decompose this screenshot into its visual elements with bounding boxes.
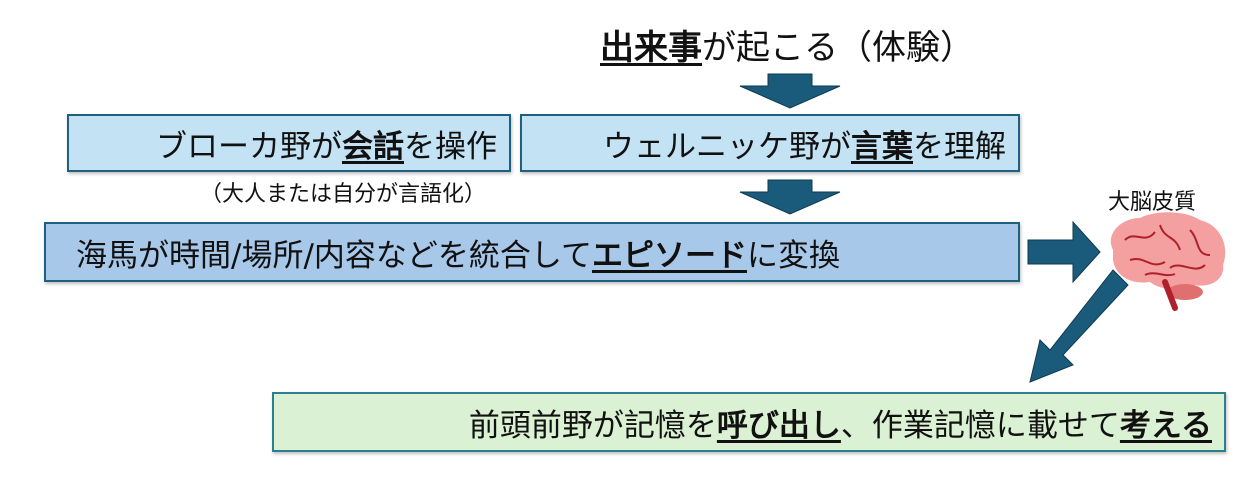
wernicke-box: ウェルニッケ野が言葉を理解 xyxy=(520,114,1020,172)
prefrontal-mid: 、作業記憶に載せて xyxy=(840,407,1120,444)
prefrontal-em1: 呼び出し xyxy=(716,407,841,444)
hippocampus-em: エピソード xyxy=(591,237,747,274)
broca-pre: ブローカ野が xyxy=(156,128,342,165)
cortex-label: 大脳皮質 xyxy=(1108,190,1197,215)
prefrontal-pre: 前頭前野が記憶を xyxy=(468,407,717,444)
broca-post: を操作 xyxy=(404,128,497,165)
broca-em: 会話 xyxy=(342,128,404,165)
right-arrow xyxy=(1027,220,1101,284)
broca-note: （大人または自分が言語化） xyxy=(200,182,487,207)
down-arrow-2 xyxy=(739,179,841,215)
diagonal-arrow xyxy=(1029,269,1129,383)
prefrontal-em2: 考える xyxy=(1119,407,1212,444)
broca-box: ブローカ野が会話を操作 xyxy=(67,114,511,172)
title-emphasis: 出来事 xyxy=(600,28,702,68)
hippocampus-box: 海馬が時間/場所/内容などを統合してエピソードに変換 xyxy=(44,222,1020,282)
hippocampus-pre: 海馬が時間/場所/内容などを統合して xyxy=(76,237,592,274)
wernicke-post: を理解 xyxy=(913,128,1006,165)
prefrontal-box: 前頭前野が記憶を呼び出し、作業記憶に載せて考える xyxy=(272,392,1226,452)
wernicke-pre: ウェルニッケ野が xyxy=(603,128,851,165)
brain-icon xyxy=(1110,212,1226,311)
hippocampus-post: に変換 xyxy=(746,237,840,274)
title: 出来事が起こる（体験） xyxy=(600,20,974,69)
title-rest: が起こる（体験） xyxy=(702,28,974,68)
wernicke-em: 言葉 xyxy=(851,128,913,165)
down-arrow-1 xyxy=(739,73,841,109)
